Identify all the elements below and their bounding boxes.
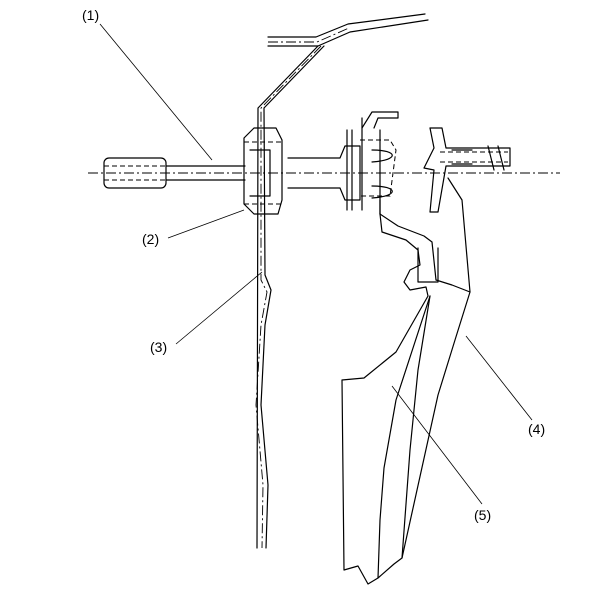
leader-line-1	[99, 23, 213, 161]
dash-panel	[255, 45, 325, 549]
callout-2: (2)	[142, 231, 159, 247]
cable-end-bracket	[287, 111, 399, 215]
grommet	[243, 127, 283, 215]
leader-line-2	[167, 209, 245, 239]
clevis	[423, 127, 511, 213]
leader-line-4	[465, 335, 533, 421]
cable	[88, 157, 560, 189]
callout-4: (4)	[528, 421, 545, 437]
upper-panel	[267, 13, 429, 47]
pedal-flange	[377, 247, 439, 579]
callout-3: (3)	[150, 339, 167, 355]
callout-5: (5)	[474, 507, 491, 523]
leader-lines	[99, 23, 533, 505]
leader-line-5	[391, 385, 483, 505]
leader-line-3	[175, 271, 263, 345]
callout-1: (1)	[82, 7, 99, 23]
pedal-arm	[341, 177, 471, 585]
